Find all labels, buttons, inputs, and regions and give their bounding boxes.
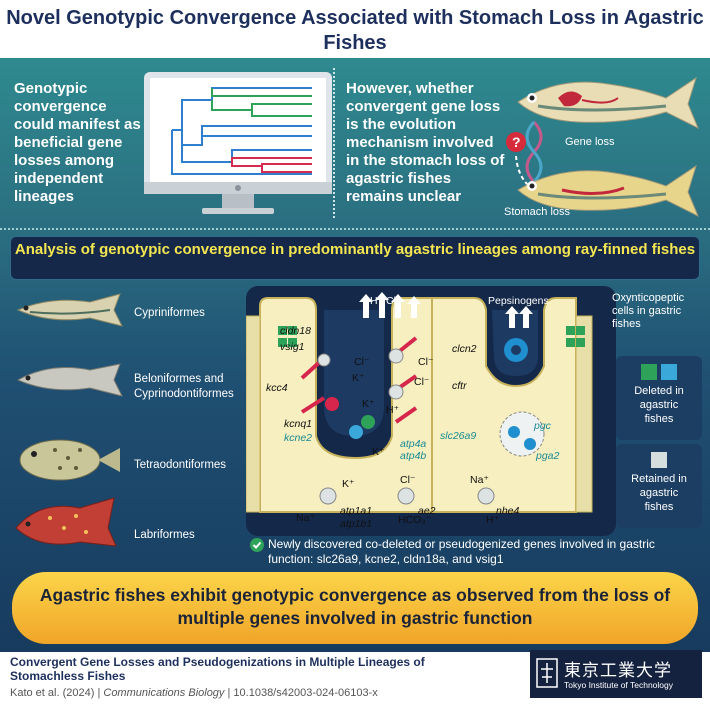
ion-cl-2: Cl⁻	[418, 356, 434, 368]
tight-junctions	[278, 326, 585, 347]
beloniformes-fish-icon	[16, 363, 123, 397]
gene-loss-illustration: ?	[506, 76, 699, 218]
legend-retained-swatch	[651, 452, 667, 468]
fish-label-labriformes: Labriformes	[134, 529, 195, 541]
legend-retained-label: Retained in agastric fishes	[631, 473, 687, 513]
check-icon	[250, 538, 264, 552]
fish-label-cypriniformes: Cypriniformes	[134, 307, 205, 319]
legend-deleted-swatch-green	[641, 364, 657, 380]
gene-atp1a1: atp1a1	[340, 505, 373, 517]
citation-doi: 10.1038/s42003-024-06103-x	[233, 687, 378, 699]
gene-slc26a9: slc26a9	[440, 430, 477, 442]
gene-cldn18: cldn18	[280, 325, 311, 337]
h-cl-secretion-label: H⁺ Cl⁻	[370, 295, 402, 307]
citation: Kato et al. (2024) | Communications Biol…	[10, 687, 378, 699]
agastric-fish-icon	[517, 164, 699, 218]
paper-title: Convergent Gene Losses and Pseudogenizat…	[10, 655, 425, 683]
gene-ae2: ae2	[418, 505, 436, 517]
convergence-text: Genotypic convergence could manifest as …	[14, 80, 141, 205]
citation-journal: Communications Biology	[103, 687, 225, 699]
ion-na-basal: Na⁺	[296, 512, 315, 524]
ion-cl-basal: Cl⁻	[400, 474, 416, 486]
question-text: However, whether convergent gene loss is…	[346, 80, 505, 205]
chief-cell	[431, 297, 577, 513]
ion-hco3: HCO₃⁻	[398, 514, 432, 526]
svg-text:?: ?	[512, 134, 521, 150]
analysis-banner: Analysis of genotypic convergence in pre…	[10, 236, 700, 280]
gene-vsig1: vsig1	[280, 341, 305, 353]
cypriniformes-fish-icon	[16, 293, 123, 327]
question-badge	[506, 132, 526, 152]
gene-clcn2: clcn2	[452, 343, 477, 355]
gastric-fish-icon	[517, 76, 699, 130]
fish-label-beloniformes: Beloniformes and Cyprinodontiformes	[134, 373, 234, 400]
conclusion-banner: Agastric fishes exhibit genotypic conver…	[12, 572, 698, 644]
ion-k-basal: K⁺	[342, 478, 355, 490]
pepsinogens-label: Pepsinogens	[488, 295, 549, 307]
gene-pgc: pgc	[534, 420, 551, 432]
page-title: Novel Genotypic Convergence Associated w…	[6, 7, 704, 54]
section-divider	[0, 228, 710, 230]
secretion-arrows	[359, 292, 533, 328]
gene-kcc4: kcc4	[266, 382, 288, 394]
gene-loss-label: Gene loss	[565, 136, 615, 148]
gene-pga2: pga2	[536, 450, 560, 462]
legend-retained: Retained in agastric fishes	[616, 444, 702, 528]
gene-atp1b1: atp1b1	[340, 518, 373, 530]
oxynticopeptic-label: Oxynticopeptic cells in gastric fishes	[612, 292, 685, 330]
logo-text: 東京工業大学	[564, 661, 672, 681]
fish-label-tetraodontiformes: Tetraodontiformes	[134, 459, 227, 471]
membrane-channels	[317, 348, 495, 505]
gene-kcne2: kcne2	[284, 432, 313, 444]
legend-deleted-label: Deleted in agastric fishes	[634, 385, 684, 425]
labriformes-fish-icon	[15, 497, 117, 547]
gene-atp4b: atp4b	[400, 450, 427, 462]
ion-cl-1: Cl⁻	[354, 356, 370, 368]
finding-text: Newly discovered co-deleted or pseudogen…	[268, 537, 655, 566]
phylogenetic-tree-icon	[171, 87, 312, 175]
fish-icons	[15, 293, 123, 547]
ion-k-1: K⁺	[352, 372, 365, 384]
legend-deleted: Deleted in agastric fishes	[616, 356, 702, 440]
gene-atp4a: atp4a	[400, 438, 427, 450]
citation-authors: Kato et al. (2024)	[10, 687, 95, 699]
university-emblem-icon	[536, 658, 558, 688]
ion-cl-3: Cl⁻	[414, 376, 430, 388]
tetraodontiformes-fish-icon	[19, 439, 120, 481]
university-logo: 東京工業大学 Tokyo Institute of Technology	[530, 650, 702, 698]
canaliculus	[324, 310, 384, 436]
computer-phylogeny-illustration	[144, 72, 332, 214]
pepsinogen-granules	[499, 338, 545, 457]
logo-subtext: Tokyo Institute of Technology	[564, 680, 673, 690]
dna-icon	[525, 120, 543, 184]
ion-na-right: Na⁺	[470, 474, 489, 486]
stomach-loss-label: Stomach loss	[504, 206, 571, 218]
gene-kcnq1: kcnq1	[284, 418, 313, 430]
ion-k-3: K⁺	[372, 446, 385, 458]
ion-h-right: H⁺	[486, 514, 500, 526]
ion-k-2: K⁺	[362, 398, 375, 410]
ion-h-1: H⁺	[386, 404, 400, 416]
legend-deleted-swatch-blue	[661, 364, 677, 380]
gene-cftr: cftr	[452, 380, 467, 392]
parietal-cell-diagram	[246, 286, 616, 536]
top-divider	[333, 68, 335, 218]
gene-nhe4: nhe4	[496, 505, 520, 517]
